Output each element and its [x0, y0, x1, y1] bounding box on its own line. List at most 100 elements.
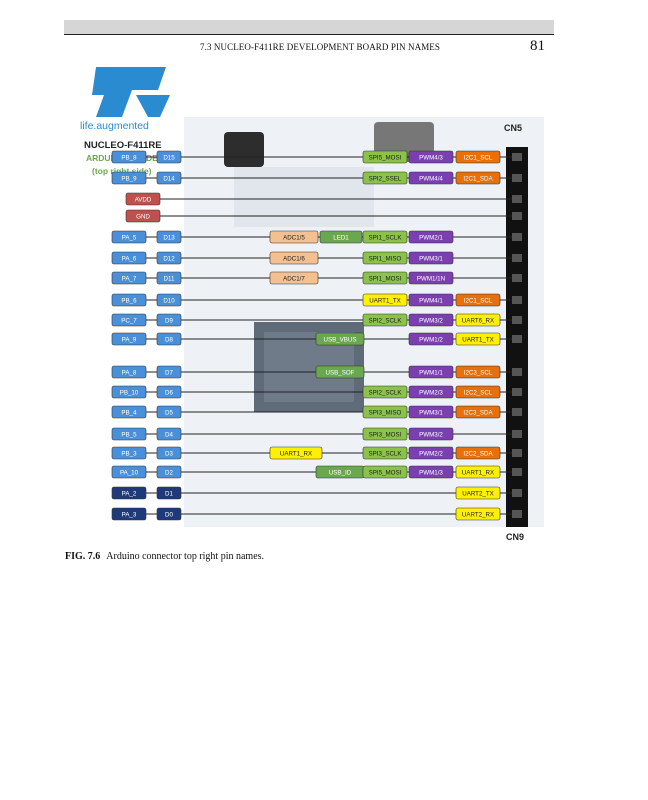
pin-label-pin: PB_9 [121, 176, 137, 183]
pin-label-uart-right: UART1_RX [462, 470, 494, 477]
pinout-diagram: life.augmented NUCLEO-F411RE ARDUINO HEA… [74, 62, 544, 542]
pin-label-pwm: PWM1/1 [419, 370, 443, 377]
pin-label-arduino: D8 [165, 337, 173, 344]
pin-label-usb: USB_SOF [326, 370, 355, 377]
pin-label-adc: ADC1/6 [283, 256, 305, 263]
pin-label-spi: SPI2_SSEL [369, 176, 402, 183]
pin-label-pwm: PWM4/3 [419, 155, 443, 162]
header-rule [64, 34, 554, 35]
pin-label-spi: SPI5_MOSI [369, 155, 402, 162]
header-pin [512, 408, 522, 416]
top-gray-bar [64, 20, 554, 34]
pin-label-pin: PB_5 [121, 432, 137, 439]
pin-label-arduino: D15 [163, 155, 175, 162]
pin-label-comm: I2C1_SCL [464, 298, 493, 305]
pin-label-power: AVDD [135, 197, 152, 204]
running-title: 7.3 NUCLEO-F411RE DEVELOPMENT BOARD PIN … [200, 42, 440, 52]
pin-label-pin: PA_8 [122, 370, 137, 377]
pin-label-pin: PA_6 [122, 256, 137, 263]
pin-label-pwm: PWM2/3 [419, 390, 443, 397]
pin-label-power: GND [136, 214, 150, 221]
pin-label-pwm: PWM2/2 [419, 451, 443, 458]
pin-label-arduino: D13 [163, 235, 175, 242]
pin-label-pin: PA_5 [122, 235, 137, 242]
pin-label-spi: SPI1_SCLK [368, 235, 402, 242]
pin-label-spi: SPI3_MOSI [369, 432, 402, 439]
header-pin [512, 316, 522, 324]
connector-cn9: CN9 [506, 532, 524, 542]
logo-tagline: life.augmented [80, 120, 149, 132]
header-pin [512, 195, 522, 203]
header-pin [512, 296, 522, 304]
pin-label-pwm: PWM1/1N [417, 276, 445, 283]
header-pin [512, 368, 522, 376]
pin-label-pwm: PWM4/4 [419, 176, 443, 183]
pin-label-comm: I2C1_SCL [464, 155, 493, 162]
pin-label-spi: SPI2_SCLK [368, 318, 402, 325]
figure-caption: FIG. 7.6 Arduino connector top right pin … [65, 551, 264, 562]
pin-label-arduino: D2 [165, 470, 173, 477]
header-pin [512, 174, 522, 182]
pin-label-pwm: PWM3/2 [419, 318, 443, 325]
pin-label-pin: PC_7 [121, 318, 137, 325]
header-pin [512, 430, 522, 438]
pin-label-pin: PA_10 [120, 470, 139, 477]
pin-label-pwm: PWM4/1 [419, 298, 443, 305]
pin-label-pwm: PWM3/1 [419, 410, 443, 417]
pin-label-pin: PB_6 [121, 298, 137, 305]
pin-label-comm: I2C3_SDA [463, 410, 493, 417]
pin-label-arduino: D5 [165, 410, 173, 417]
pin-label-spi: SPI1_MISO [369, 256, 402, 263]
header-pin [512, 510, 522, 518]
pin-label-uart-left: UART1_RX [280, 451, 312, 458]
header-pin [512, 212, 522, 220]
pinout-figure: life.augmented NUCLEO-F411RE ARDUINO HEA… [74, 62, 544, 542]
header-pin [512, 233, 522, 241]
board-button [224, 132, 264, 167]
board-area [234, 167, 374, 227]
header-pin [512, 449, 522, 457]
pin-label-arduino: D3 [165, 451, 173, 458]
caption-text: Arduino connector top right pin names. [106, 551, 264, 562]
pin-label-pwm: PWM1/2 [419, 337, 443, 344]
pin-label-pin: PB_8 [121, 155, 137, 162]
pin-label-arduino-dark: D0 [165, 512, 173, 519]
page-number: 81 [530, 38, 545, 55]
pin-label-pin: PB_10 [120, 390, 139, 397]
pin-label-pwm: PWM1/3 [419, 470, 443, 477]
pin-label-uart-mid: UART1_TX [369, 298, 401, 305]
pin-label-spi: SPI3_MISO [369, 410, 402, 417]
pin-label-pwm: PWM3/2 [419, 432, 443, 439]
pin-label-pin: PA_9 [122, 337, 137, 344]
pin-label-pin: PB_4 [121, 410, 137, 417]
header-pin [512, 489, 522, 497]
pin-label-arduino: D7 [165, 370, 173, 377]
pin-label-spi: SPI1_MOSI [369, 276, 402, 283]
pin-label-arduino: D4 [165, 432, 173, 439]
pin-label-usb: USB_VBUS [323, 337, 356, 344]
pin-label-spi: SPI2_SCLK [368, 390, 402, 397]
pin-label-usb: USB_ID [329, 470, 352, 477]
pin-label-adc: ADC1/5 [283, 235, 305, 242]
pin-label-arduino: D6 [165, 390, 173, 397]
pin-label-uart-right: UART2_TX [462, 491, 494, 498]
pin-label-arduino: D12 [163, 256, 175, 263]
pin-label-spi: SPI5_MOSI [369, 470, 402, 477]
pin-label-pin: PB_3 [121, 451, 137, 458]
pin-label-uart-right: UART1_TX [462, 337, 494, 344]
header-pin [512, 153, 522, 161]
pin-label-comm: I2C3_SCL [464, 370, 493, 377]
pin-label-pin-dark: PA_2 [122, 491, 137, 498]
pin-label-pin: PA_7 [122, 276, 137, 283]
st-logo [92, 67, 170, 117]
caption-label: FIG. 7.6 [65, 551, 100, 562]
header-pin [512, 388, 522, 396]
pin-label-pin-dark: PA_3 [122, 512, 137, 519]
board-name: NUCLEO-F411RE [84, 140, 162, 151]
pin-label-pwm: PWM2/1 [419, 235, 443, 242]
connector-cn5: CN5 [504, 123, 522, 133]
pin-label-led: LED1 [333, 235, 349, 242]
header-pin [512, 335, 522, 343]
pin-label-comm: I2C2_SDA [463, 451, 493, 458]
header-pin [512, 274, 522, 282]
